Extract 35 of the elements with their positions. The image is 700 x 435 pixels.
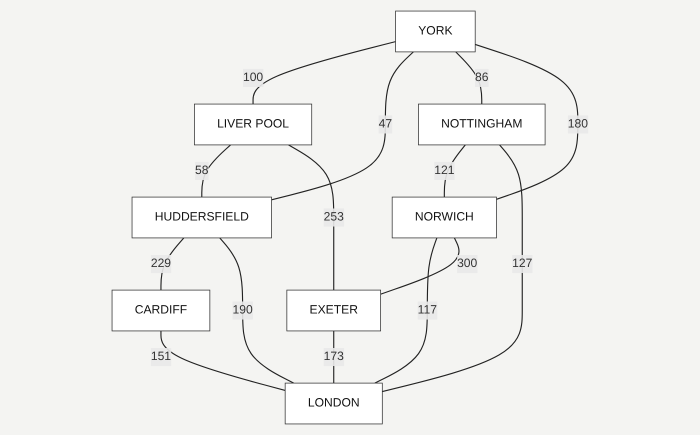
node-box: NORWICH <box>392 196 497 238</box>
edge-label: 47 <box>378 118 392 131</box>
connector <box>455 51 482 104</box>
node-box: LIVER POOL <box>194 104 312 146</box>
node-box: NOTTINGHAM <box>418 104 546 146</box>
node-box: CARDIFF <box>112 290 210 332</box>
edge-label: 151 <box>150 350 172 364</box>
edge-label: 100 <box>242 71 264 84</box>
edge-label: 229 <box>150 257 172 270</box>
connector <box>160 238 184 290</box>
edge-label: 86 <box>475 71 488 84</box>
connector <box>382 144 523 392</box>
connector <box>475 44 578 200</box>
edge-label: 190 <box>232 304 253 317</box>
node-box: HUDDERSFIELD <box>132 196 272 238</box>
connector <box>201 144 231 198</box>
edge-label: 253 <box>324 210 344 224</box>
edge-label: 180 <box>568 118 588 131</box>
node-box: EXETER <box>286 290 381 332</box>
node-box: LONDON <box>284 382 383 424</box>
edge-label: 58 <box>195 164 209 178</box>
connector <box>380 238 460 295</box>
edge-label: 117 <box>418 304 437 317</box>
edge-label: 127 <box>512 257 532 270</box>
connector <box>219 238 294 384</box>
node-box: YORK <box>395 10 476 52</box>
connector <box>288 144 334 290</box>
connector <box>271 51 414 200</box>
connector <box>252 41 396 104</box>
edge-label: 300 <box>457 257 478 270</box>
connector <box>160 330 286 391</box>
edge-label: 121 <box>434 164 454 178</box>
connector <box>444 144 466 198</box>
edge-label: 173 <box>324 350 344 364</box>
connector <box>374 238 438 384</box>
